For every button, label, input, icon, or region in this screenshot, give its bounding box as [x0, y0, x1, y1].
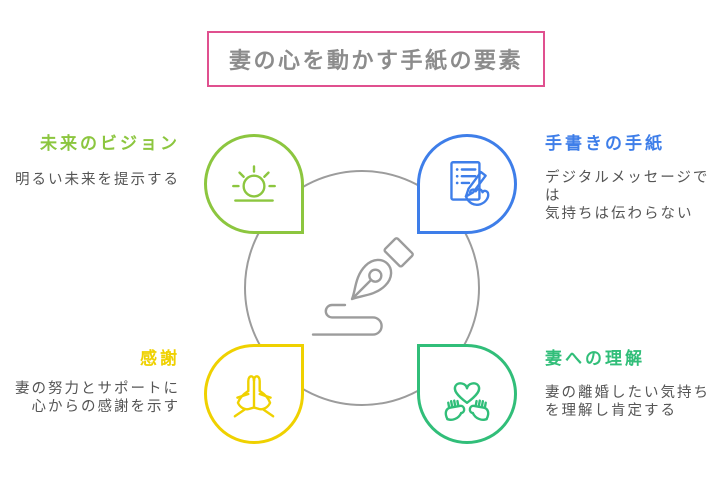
pen-nib-body [350, 258, 393, 301]
title-box: 妻の心を動かす手紙の要素 [207, 31, 545, 87]
item-desc-handwritten-letter: デジタルメッセージでは 気持ちは伝わらない [545, 170, 710, 222]
pen-nib-icon [311, 237, 414, 336]
item-label-understanding-wife: 妻への理解 [545, 349, 645, 368]
hands-heart-icon [444, 382, 490, 421]
item-label-handwritten-letter: 手書きの手紙 [545, 134, 665, 153]
center-circle [244, 170, 480, 406]
pen-ferrule [383, 237, 414, 268]
pen-nib-slit [352, 279, 372, 299]
written-squiggle-line [311, 303, 383, 336]
item-icon-bubble-understanding-wife [417, 344, 517, 444]
sunrise-icon [232, 165, 276, 202]
item-icon-bubble-future-vision [204, 134, 304, 234]
praying-hands-icon [233, 375, 275, 418]
page-title: 妻の心を動かす手紙の要素 [228, 48, 523, 73]
item-label-future-vision: 未来のビジョン [40, 134, 180, 153]
item-desc-gratitude: 妻の努力とサポートに 心からの感謝を示す [15, 381, 180, 415]
item-desc-future-vision: 明るい未来を提示する [15, 172, 180, 188]
item-desc-understanding-wife: 妻の離婚したい気持ち を理解し肯定する [545, 385, 710, 419]
item-icon-bubble-handwritten-letter [417, 134, 517, 234]
pen-nib-hole [368, 268, 383, 283]
item-icon-bubble-gratitude [204, 344, 304, 444]
writing-hand-icon [450, 161, 490, 206]
item-label-gratitude: 感謝 [140, 349, 180, 368]
